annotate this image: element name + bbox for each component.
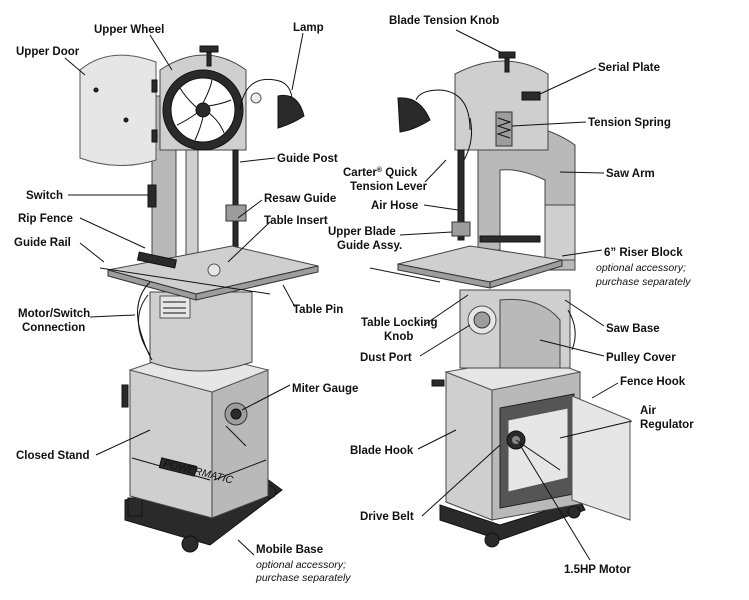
label-motor: 1.5HP Motor (564, 564, 631, 576)
right-stand (431, 355, 582, 521)
label-pulley-cover: Pulley Cover (606, 352, 676, 364)
label-carter-word: Carter (343, 167, 377, 179)
right-band-saw (369, 51, 631, 548)
right-guide-post (451, 117, 472, 241)
label-guide-rail: Guide Rail (14, 237, 71, 249)
lower-housing (138, 291, 253, 372)
label-upper-blade-2: Guide Assy. (337, 240, 402, 252)
upper-door (79, 54, 158, 167)
label-carter-lever-1: Carter® Quick (343, 166, 418, 179)
label-table-locking-1: Table Locking (361, 317, 437, 329)
label-serial-plate: Serial Plate (598, 62, 660, 74)
label-fence-hook: Fence Hook (620, 376, 686, 388)
closed-stand: POWERMATIC (121, 349, 270, 519)
tension-knob-left (199, 45, 219, 67)
left-band-saw: POWERMATIC (79, 45, 319, 553)
label-table-locking-2: Knob (384, 331, 413, 343)
right-upper-housing (454, 60, 549, 151)
label-blade-hook: Blade Hook (350, 445, 414, 457)
label-mobile-base: Mobile Base (256, 544, 323, 556)
label-motor-switch-connection-1: Motor/Switch (18, 308, 90, 320)
label-resaw-guide: Resaw Guide (264, 193, 336, 205)
label-upper-blade-1: Upper Blade (328, 226, 396, 238)
saw-base (459, 289, 576, 369)
label-blade-tension-knob: Blade Tension Knob (389, 15, 499, 27)
tension-knob-right (498, 51, 516, 73)
leader-lines (64, 29, 633, 561)
miter-gauge (224, 402, 248, 447)
label-carter-quick: Quick (382, 167, 418, 179)
label-air-regulator-2: Regulator (640, 419, 694, 431)
lamp (239, 78, 305, 129)
label-miter-gauge: Miter Gauge (292, 383, 358, 395)
label-table-pin: Table Pin (293, 304, 343, 316)
label-tension-spring: Tension Spring (588, 117, 671, 129)
label-guide-post: Guide Post (277, 153, 338, 165)
label-mobile-base-note-2: purchase separately (255, 572, 351, 584)
label-riser-note-2: purchase separately (595, 276, 691, 288)
stand-door (571, 395, 631, 521)
label-mobile-base-note-1: optional accessory; (256, 559, 346, 571)
label-saw-base: Saw Base (606, 323, 660, 335)
label-lamp: Lamp (293, 22, 324, 34)
upper-wheel (162, 69, 244, 151)
label-motor-switch-connection-2: Connection (22, 322, 85, 334)
callout-labels: Upper Door Upper Wheel Lamp Guide Post S… (14, 15, 694, 584)
label-carter-lever-2: Tension Lever (350, 181, 428, 193)
label-carter-registered-mark: ® (377, 166, 383, 174)
label-air-hose: Air Hose (371, 200, 418, 212)
label-switch: Switch (26, 190, 63, 202)
label-rip-fence: Rip Fence (18, 213, 73, 225)
right-lamp (397, 89, 471, 133)
label-upper-door: Upper Door (16, 46, 80, 58)
label-riser-block: 6” Riser Block (604, 247, 683, 259)
label-riser-note-1: optional accessory; (596, 262, 686, 274)
label-saw-arm: Saw Arm (606, 168, 655, 180)
left-table (99, 245, 319, 301)
guide-post (225, 149, 247, 249)
label-air-regulator-1: Air (640, 405, 657, 417)
label-upper-wheel: Upper Wheel (94, 24, 164, 36)
right-table (369, 235, 563, 289)
label-drive-belt: Drive Belt (360, 511, 414, 523)
label-closed-stand: Closed Stand (16, 450, 89, 462)
label-table-insert: Table Insert (264, 215, 328, 227)
label-dust-port: Dust Port (360, 352, 412, 364)
switch (147, 184, 157, 208)
